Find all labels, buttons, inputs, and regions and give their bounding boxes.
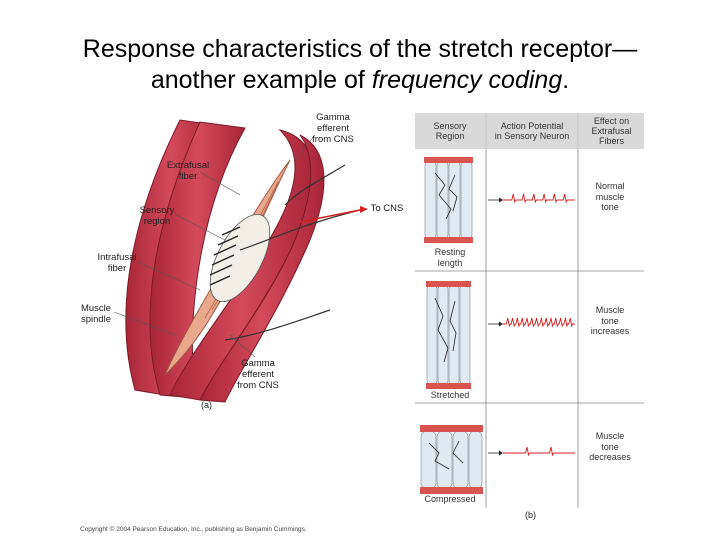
to-cns-arrow — [299, 206, 368, 223]
header-text: Extrafusal — [591, 126, 632, 136]
effect-text: tone — [601, 441, 619, 452]
slide-title: Response characteristics of the stretch … — [0, 34, 720, 96]
title-emphasis: frequency coding — [371, 66, 563, 94]
state-stretched: Stretched — [415, 390, 485, 401]
effect-decreases: Muscle tone decreases — [580, 431, 640, 463]
label-text: region — [143, 216, 171, 227]
label-text: efferent — [316, 123, 350, 134]
title-line-2-text: another example of — [150, 66, 372, 94]
effect-increases: Muscle tone increases — [580, 305, 640, 337]
label-sensory-region: Sensory region — [132, 205, 182, 227]
effect-text: Muscle — [595, 431, 625, 441]
state-text: Stretched — [430, 390, 470, 400]
label-text: fiber — [178, 171, 198, 182]
title-line-2: another example of frequency coding. — [0, 65, 720, 96]
label-text: from CNS — [312, 134, 354, 145]
panel-a-label: (a) — [201, 400, 212, 410]
effect-text: muscle — [595, 191, 625, 202]
label-text: efferent — [241, 369, 275, 380]
state-text: length — [437, 257, 463, 268]
label-gamma-efferent-top: Gamma efferent from CNS — [308, 112, 358, 145]
signal-arrowhead — [499, 197, 503, 203]
spike-train — [503, 317, 575, 328]
nerve-fibers — [224, 164, 361, 341]
state-text: Compressed — [424, 494, 476, 504]
label-text: Muscle — [80, 303, 112, 314]
label-extrafusal-fiber: Extrafusal fiber — [158, 160, 218, 182]
label-muscle-spindle: Muscle spindle — [76, 303, 116, 325]
signal-arrowhead — [499, 450, 503, 456]
effect-text: decreases — [589, 452, 631, 462]
header-action-potential: Action Potential in Sensory Neuron — [487, 113, 577, 149]
action-potential-traces — [488, 193, 575, 457]
resting-fiber-bundle — [424, 157, 473, 243]
response-table: Sensory Region Action Potential in Senso… — [415, 113, 644, 508]
sensory-region-coil — [209, 213, 271, 303]
state-compressed: Compressed — [415, 494, 485, 505]
label-text: fiber — [107, 263, 127, 274]
label-text: from CNS — [237, 380, 279, 391]
header-text: Region — [435, 131, 465, 141]
label-text: Sensory — [139, 205, 175, 216]
label-gamma-efferent-bottom: Gamma efferent from CNS — [232, 358, 284, 391]
compressed-fiber-bundle — [420, 425, 483, 494]
stretched-fiber-bundle — [426, 281, 471, 389]
extrafusal-fibers — [125, 119, 325, 403]
effect-text: tone — [601, 202, 619, 212]
header-text: Fibers — [598, 136, 624, 146]
signal-arrowhead — [499, 321, 503, 327]
header-text: in Sensory Neuron — [494, 131, 570, 141]
header-effect: Effect on Extrafusal Fibers — [579, 113, 644, 149]
label-text: Intrafusal — [97, 252, 137, 263]
label-intrafusal-fiber: Intrafusal fiber — [93, 252, 141, 274]
copyright-footer: Copyright © 2004 Pearson Education, Inc.… — [80, 526, 307, 533]
header-text: Effect on — [593, 116, 630, 126]
effect-text: Muscle — [595, 305, 625, 315]
spike-train — [503, 446, 575, 457]
effect-text: increases — [590, 326, 630, 336]
panel-b-label: (b) — [525, 510, 536, 520]
header-sensory-region: Sensory Region — [415, 113, 485, 149]
effect-normal: Normal muscle tone — [580, 181, 640, 213]
header-text: Action Potential — [500, 121, 564, 131]
header-text: Sensory — [433, 121, 467, 131]
label-text: Extrafusal — [166, 160, 210, 171]
state-resting: Resting length — [415, 247, 485, 268]
label-to-cns: To CNS — [370, 203, 404, 214]
title-line-1: Response characteristics of the stretch … — [82, 35, 638, 63]
effect-text: tone — [601, 315, 619, 326]
title-period: . — [562, 66, 570, 94]
state-text: Resting — [434, 247, 466, 257]
label-text: Gamma — [316, 112, 350, 123]
table-grid-and-traces — [415, 113, 644, 508]
label-text: Gamma — [241, 358, 275, 369]
effect-text: Normal — [595, 181, 625, 191]
leader-lines — [113, 134, 316, 358]
label-text: spindle — [80, 314, 112, 325]
spike-train — [503, 193, 575, 204]
